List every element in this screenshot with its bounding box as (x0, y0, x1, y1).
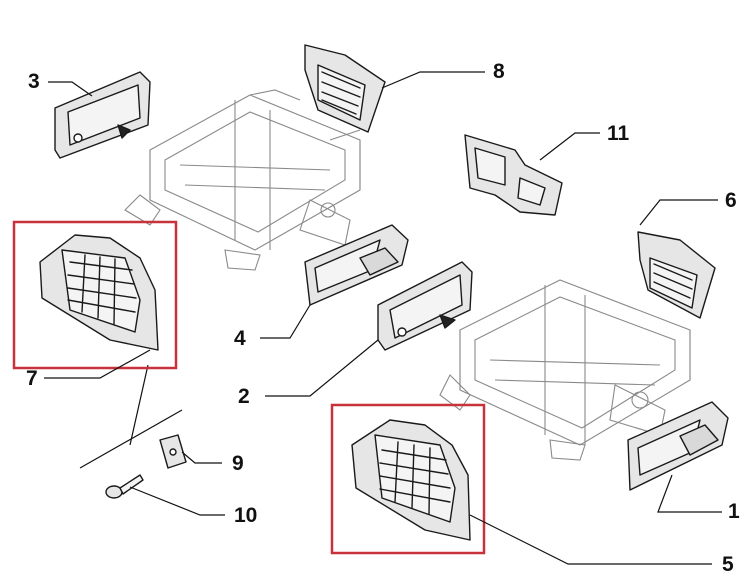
leader-11 (539, 132, 600, 161)
part-7-grille-panel (39, 234, 159, 351)
callout-2: 2 (238, 385, 250, 408)
leader-1 (657, 474, 722, 513)
part-4-side-trim (304, 224, 409, 306)
callout-11: 11 (607, 122, 630, 145)
callout-10: 10 (234, 504, 257, 527)
part-5-grille-panel (351, 419, 471, 541)
part-8-grille-cover (304, 44, 386, 133)
leader-lines (44, 71, 722, 565)
leader-7 (44, 349, 151, 379)
callout-5: 5 (722, 553, 734, 576)
callout-1: 1 (728, 500, 740, 523)
callout-7: 7 (26, 367, 38, 390)
part-9-clip (159, 434, 187, 469)
part-11-bracket (464, 134, 563, 216)
leader-4 (260, 304, 311, 339)
callout-8: 8 (493, 60, 505, 83)
seat-frame-upper (124, 89, 361, 271)
part-1-side-trim (627, 401, 729, 491)
leader-6 (639, 199, 718, 226)
part-6-grille-cover (637, 231, 716, 319)
callout-6: 6 (725, 189, 737, 212)
callout-4: 4 (234, 327, 246, 350)
seat-frame-lower (439, 279, 691, 461)
callout-9: 9 (232, 452, 244, 475)
leader-9 (181, 451, 222, 464)
part-2-side-trim (377, 261, 473, 351)
part-3-side-trim (54, 71, 151, 159)
callout-3: 3 (28, 70, 40, 93)
highlight-box-part-7 (12, 220, 178, 370)
leader-8 (381, 71, 485, 89)
leader-3 (48, 81, 93, 97)
highlight-box-part-5 (330, 403, 486, 555)
part-10-screw (105, 474, 144, 499)
leader-10 (129, 486, 225, 516)
leader-2 (265, 339, 379, 397)
leader-5 (469, 514, 712, 565)
assembly-lines (79, 364, 183, 469)
